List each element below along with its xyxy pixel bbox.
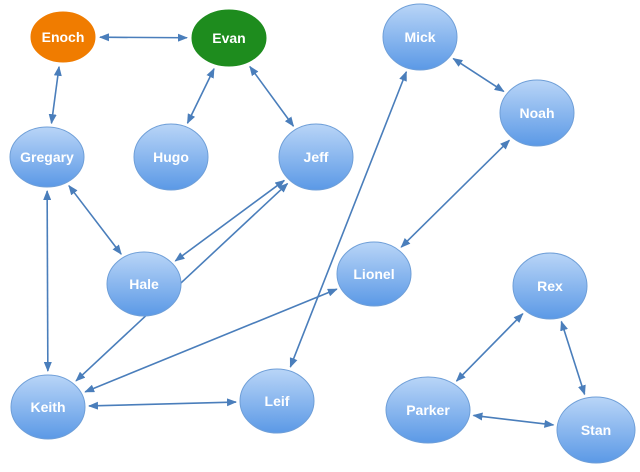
node-enoch: Enoch: [29, 10, 97, 64]
node-label-evan: Evan: [212, 30, 245, 46]
edge-enoch-gregary: [48, 65, 62, 125]
node-shape-enoch: [29, 10, 97, 64]
node-shape-jeff: [278, 123, 354, 191]
node-shape-rex: [512, 252, 588, 320]
edge-rex-stan: [560, 320, 586, 396]
edge-noah-lionel: [400, 139, 511, 248]
node-lionel: Lionel: [336, 241, 412, 307]
node-label-hale: Hale: [129, 276, 159, 292]
node-shape-hale: [106, 251, 182, 317]
node-keith: Keith: [10, 374, 86, 440]
node-shape-lionel: [336, 241, 412, 307]
node-shape-noah: [499, 79, 575, 147]
node-shape-stan: [556, 396, 636, 464]
node-noah: Noah: [499, 79, 575, 147]
node-shape-hugo: [133, 123, 209, 191]
node-label-rex: Rex: [537, 278, 563, 294]
edges-layer: [43, 33, 586, 428]
node-label-enoch: Enoch: [42, 29, 85, 45]
edge-jeff-hale: [174, 179, 286, 262]
node-gregary: Gregary: [9, 126, 85, 188]
node-shape-keith: [10, 374, 86, 440]
node-parker: Parker: [385, 376, 471, 444]
edge-lionel-keith: [84, 288, 338, 393]
node-rex: Rex: [512, 252, 588, 320]
node-shape-gregary: [9, 126, 85, 188]
node-label-jeff: Jeff: [304, 149, 329, 165]
node-label-hugo: Hugo: [153, 149, 189, 165]
node-shape-parker: [385, 376, 471, 444]
node-shape-mick: [382, 3, 458, 71]
node-hale: Hale: [106, 251, 182, 317]
node-label-lionel: Lionel: [353, 266, 394, 282]
node-jeff: Jeff: [278, 123, 354, 191]
node-stan: Stan: [556, 396, 636, 464]
node-label-keith: Keith: [31, 399, 66, 415]
node-label-parker: Parker: [406, 402, 450, 418]
edge-mick-leif: [289, 70, 408, 368]
edge-evan-jeff: [249, 65, 295, 127]
edge-evan-hugo: [186, 67, 215, 125]
node-hugo: Hugo: [133, 123, 209, 191]
node-shape-leif: [239, 368, 315, 434]
node-label-leif: Leif: [265, 393, 290, 409]
edge-gregary-keith: [43, 189, 52, 373]
node-label-stan: Stan: [581, 422, 611, 438]
edge-parker-stan: [472, 412, 555, 428]
edge-keith-leif: [87, 398, 238, 410]
node-shape-evan: [190, 8, 268, 68]
edge-mick-noah: [452, 57, 505, 93]
edge-enoch-evan: [98, 33, 189, 42]
node-mick: Mick: [382, 3, 458, 71]
edge-gregary-hale: [68, 184, 122, 255]
edge-rex-parker: [455, 312, 524, 382]
node-leif: Leif: [239, 368, 315, 434]
node-label-gregary: Gregary: [20, 149, 74, 165]
node-evan: Evan: [190, 8, 268, 68]
node-label-noah: Noah: [520, 105, 555, 121]
node-label-mick: Mick: [404, 29, 435, 45]
